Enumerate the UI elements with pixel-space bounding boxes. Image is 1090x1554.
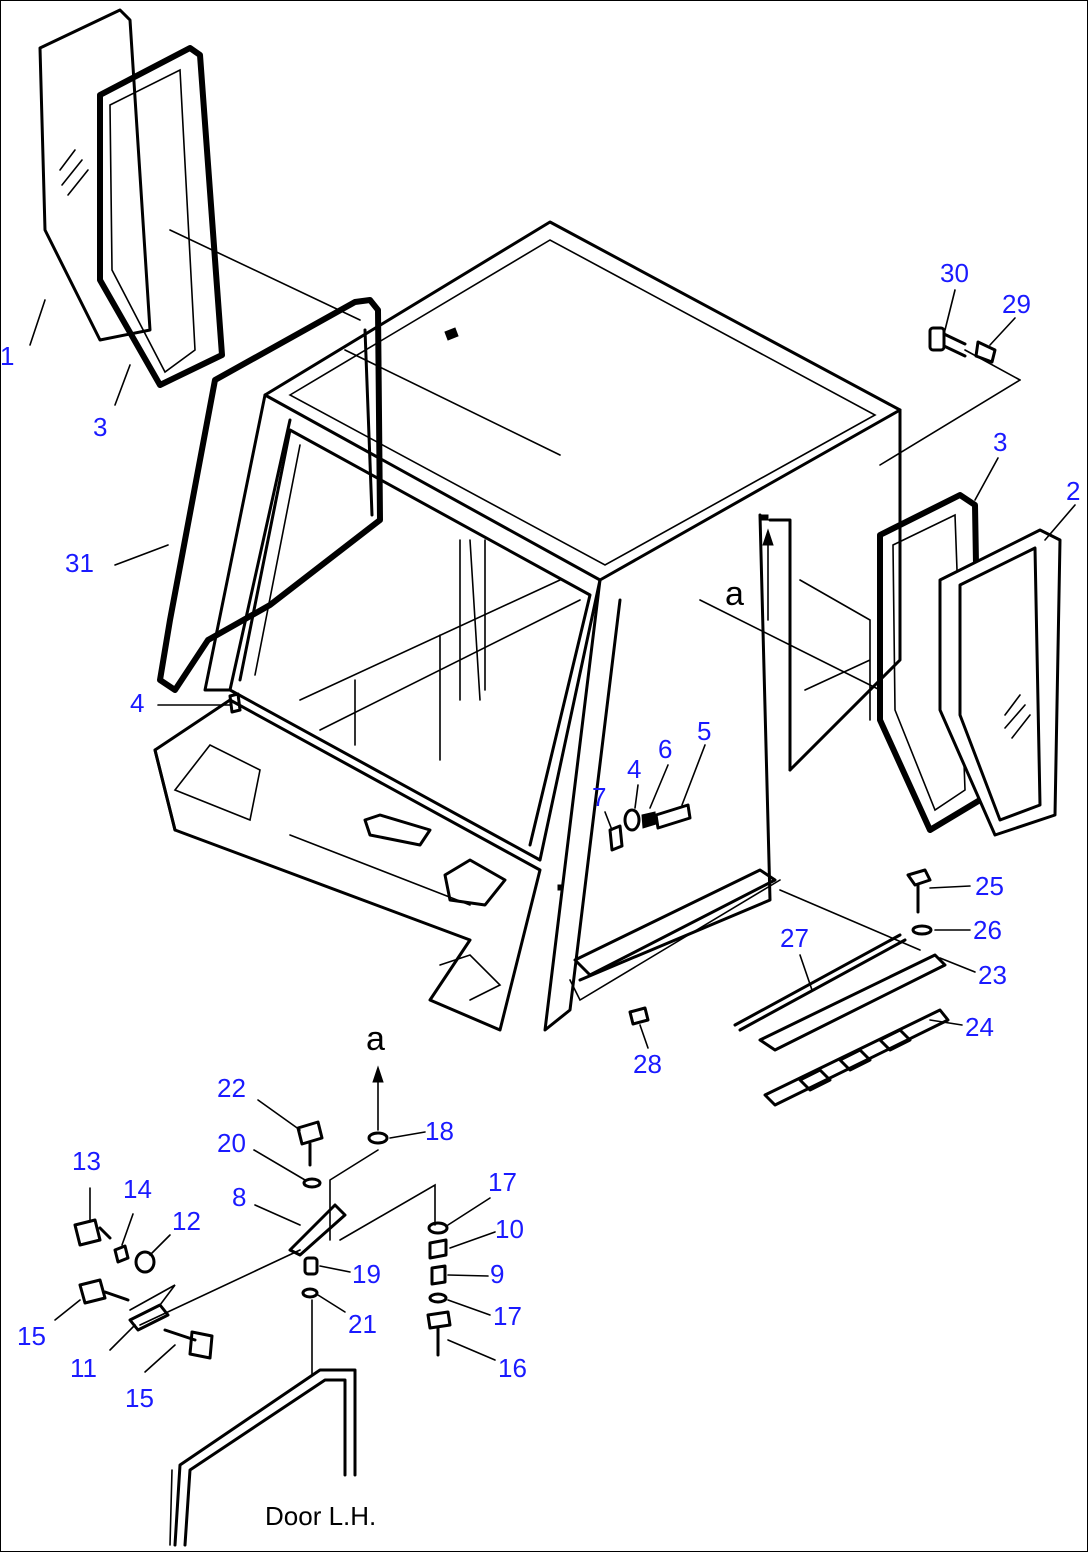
callout-14: 14 [123,1174,152,1204]
callout-10: 10 [495,1214,524,1244]
callout-15: 15 [17,1321,46,1351]
callout-6: 6 [658,734,672,764]
callout-28: 28 [633,1049,662,1079]
leader-lines [54,289,1076,1373]
fastener-cluster-7-4-6-5 [608,803,692,852]
door-caption: Door L.H. [265,1501,376,1531]
callout-29: 29 [1002,289,1031,319]
callout-1: 1 [0,341,14,371]
callout-30: 30 [940,258,969,288]
bolt-part-30 [928,326,967,358]
callout-17: 17 [488,1167,517,1197]
cab-marker-a: a [725,528,774,621]
callout-4: 4 [130,688,144,718]
callout-2: 2 [1066,476,1080,506]
washer-part-29 [974,340,997,364]
callout-5: 5 [697,716,711,746]
callout-20: 20 [217,1128,246,1158]
callout-7: 7 [592,782,606,812]
door-lh: Door L.H. [169,1368,376,1547]
callout-13: 13 [72,1146,101,1176]
washer-part-26 [911,924,933,936]
callout-11: 11 [70,1353,97,1383]
callout-3: 3 [93,412,107,442]
callout-25: 25 [975,871,1004,901]
callout-23: 23 [978,960,1007,990]
strip-part-27 [733,933,907,1032]
callout-18: 18 [425,1116,454,1146]
callout-26: 26 [973,915,1002,945]
callout-19: 19 [352,1259,381,1289]
detail-marker-label: a [366,1020,385,1058]
step-part-24 [763,1008,950,1107]
bolt-part-28 [628,1006,650,1026]
front-seal-part-31 [114,297,383,693]
callout-15: 15 [125,1383,154,1413]
callout-4: 4 [627,754,641,784]
detail-marker-a: a [366,1020,385,1131]
callout-16: 16 [498,1353,527,1383]
right-glass-part-2 [938,528,1062,837]
callout-22: 22 [217,1073,246,1103]
callout-17: 17 [493,1301,522,1331]
left-seal-part-3 [97,45,225,406]
plate-part-23 [758,953,947,1052]
callout-3: 3 [993,427,1007,457]
callout-8: 8 [232,1182,246,1212]
callout-21: 21 [348,1309,377,1339]
bolt-part-25 [906,868,932,914]
left-glass-part-1 [29,8,152,346]
detail-assembly [73,1120,452,1376]
cab-frame [153,220,902,1032]
callout-12: 12 [172,1206,201,1236]
callout-24: 24 [965,1012,994,1042]
cab-marker-label: a [725,575,744,613]
callout-27: 27 [780,923,809,953]
callout-labels: 1 3 31 4 30 29 3 2 7 4 6 5 25 26 27 23 2… [0,258,1080,1413]
callout-9: 9 [490,1259,504,1289]
callout-31: 31 [65,548,94,578]
